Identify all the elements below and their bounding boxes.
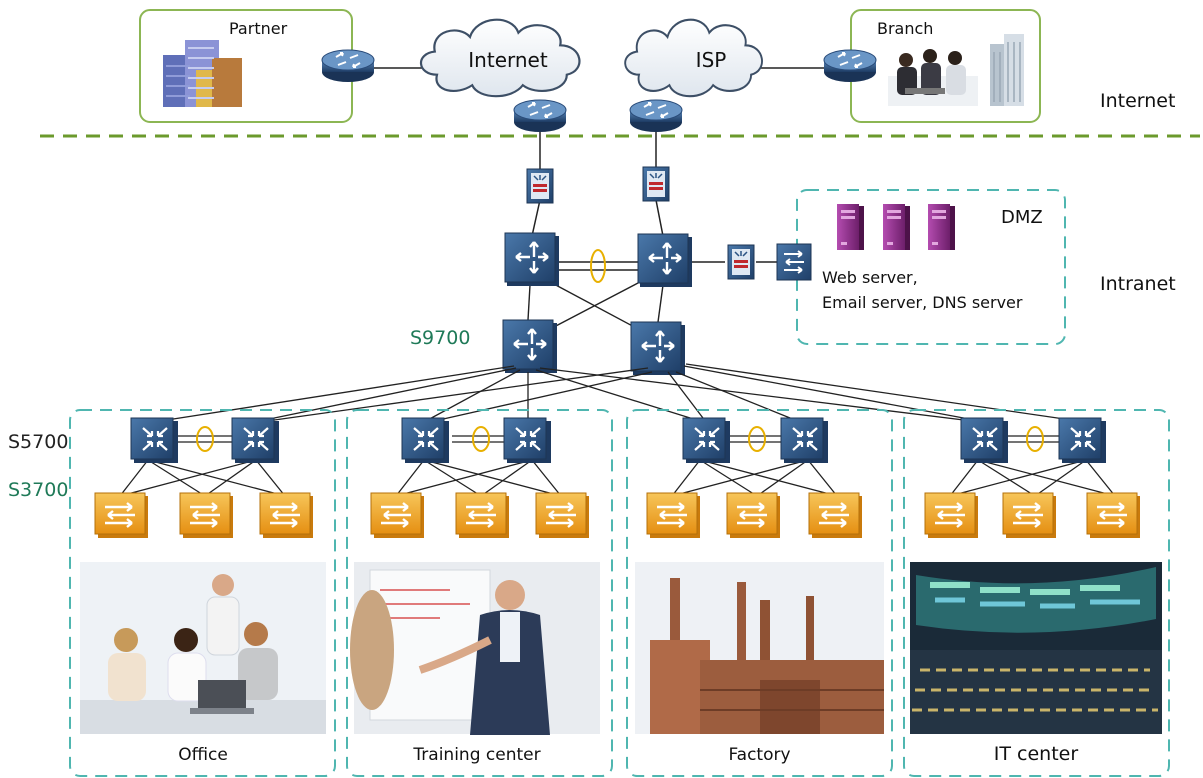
access-switch-icon [923, 491, 980, 540]
core-links [527, 261, 778, 331]
firewall-right-icon [642, 166, 670, 202]
access-layer-label: S3700 [8, 479, 69, 501]
isp-cloud-label: ISP [695, 48, 727, 72]
core-layer-label: S9700 [410, 327, 471, 349]
area-network-training-center [369, 416, 591, 540]
internet-cloud-label: Internet [468, 48, 548, 72]
partner-router-icon [321, 49, 375, 83]
access-switch-icon [258, 491, 315, 540]
branch-router-icon [823, 49, 877, 83]
aggregation-switch-icon [681, 416, 732, 465]
internet-egress-router-icon [513, 99, 567, 133]
core-switch-s9700-right-icon [629, 320, 687, 377]
dmz-servers-line-2: Email server, DNS server [822, 293, 1023, 312]
firewall-left-icon [526, 168, 554, 204]
aggregation-switch-icon [1057, 416, 1108, 465]
factory-partition [626, 409, 893, 777]
aggregation-layer-label: S5700 [8, 431, 69, 453]
branch-people-icon [888, 34, 1024, 106]
isp-egress-router-icon [629, 99, 683, 133]
access-switch-icon [178, 491, 235, 540]
aggregation-switch-icon [400, 416, 451, 465]
access-switch-icon [369, 491, 426, 540]
access-switch-icon [93, 491, 150, 540]
partner-building-icon [163, 40, 242, 107]
core-to-aggregation-links [153, 363, 1086, 423]
office-caption: Office [178, 745, 228, 765]
dmz-switch-icon [776, 243, 812, 281]
dmz-servers-line-1: Web server, [822, 268, 918, 287]
access-switch-icon [454, 491, 511, 540]
branch-label: Branch [877, 19, 934, 38]
dmz-title: DMZ [1001, 207, 1043, 228]
factory-caption: Factory [728, 745, 791, 765]
access-switch-icon [645, 491, 702, 540]
partner-label: Partner [229, 19, 288, 38]
office-partition [69, 409, 336, 777]
dmz-firewall-icon [727, 244, 755, 280]
server-icon [883, 204, 910, 250]
top-links [348, 67, 830, 237]
office-photo [80, 562, 326, 734]
aggregation-switch-icon [959, 416, 1010, 465]
it-center-partition [903, 409, 1170, 777]
training-center-caption: Training center [413, 745, 541, 765]
area-network-factory [645, 416, 864, 540]
aggregation-switch-icon [230, 416, 281, 465]
core-switch-s9700-left-icon [501, 318, 559, 375]
aggregation-switch-icon [129, 416, 180, 465]
access-switch-icon [534, 491, 591, 540]
training-center-photo [350, 562, 600, 735]
access-switch-icon [725, 491, 782, 540]
training-center-partition [346, 409, 613, 777]
core-switch-top-left-icon [503, 231, 561, 288]
core-stack-ring [590, 249, 606, 283]
server-icon [837, 204, 864, 250]
aggregation-switch-icon [779, 416, 830, 465]
intranet-zone-label: Intranet [1100, 273, 1176, 295]
access-switch-icon [1085, 491, 1142, 540]
it-center-caption: IT center [993, 743, 1079, 765]
access-switch-icon [1001, 491, 1058, 540]
area-network-office [93, 416, 315, 540]
server-icon [928, 204, 955, 250]
it-center-photo [910, 562, 1162, 734]
internet-zone-label: Internet [1100, 90, 1176, 112]
aggregation-switch-icon [502, 416, 553, 465]
area-network-it-center [923, 416, 1142, 540]
factory-photo [635, 562, 884, 734]
access-switch-icon [807, 491, 864, 540]
core-switch-top-right-icon [636, 232, 694, 289]
